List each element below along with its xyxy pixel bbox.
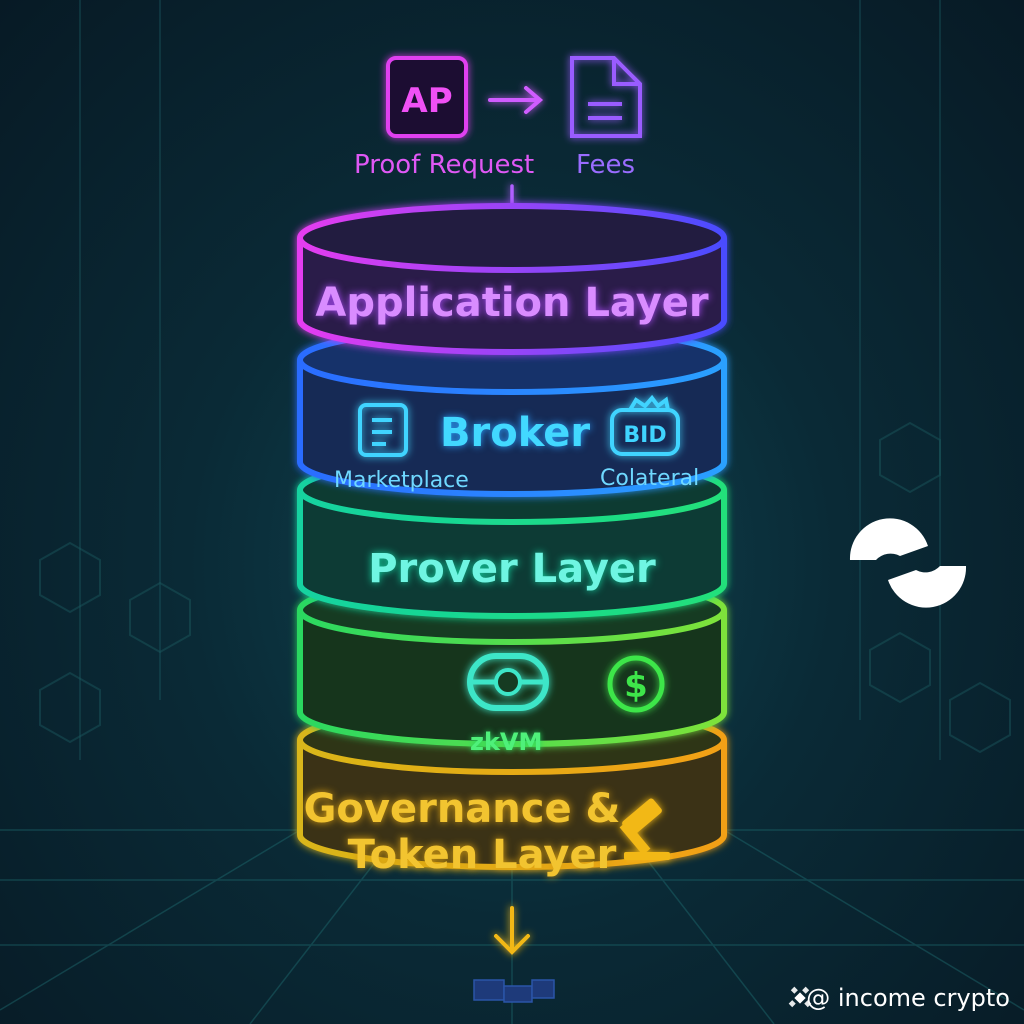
background-lines	[79, 0, 941, 760]
bid-badge-icon	[610, 394, 680, 456]
bottom-arrow-icon	[494, 906, 530, 955]
application-layer	[297, 203, 727, 355]
marketplace-icon	[358, 403, 408, 457]
brand-wave-logo	[849, 518, 967, 608]
gavel-icon	[619, 798, 670, 860]
broker-title: Broker	[440, 410, 591, 456]
application-layer-title: Application Layer	[315, 280, 709, 326]
bid-badge-text: BID	[623, 423, 666, 448]
zkvm-label: zkVM	[470, 728, 543, 756]
fees-document-icon	[570, 56, 642, 138]
zkvm-icon	[467, 653, 549, 711]
watermark-text: @ income crypto	[806, 984, 1010, 1012]
arrow-right-icon	[488, 86, 544, 114]
collateral-label: Colateral	[600, 466, 700, 491]
governance-title-line1: Governance &	[303, 786, 621, 832]
base-blocks	[473, 979, 555, 1003]
dollar-sign-text: $	[624, 666, 648, 706]
marketplace-label: Marketplace	[334, 468, 469, 493]
governance-title-line2: Token Layer	[347, 832, 617, 878]
ap-document-icon	[386, 56, 468, 138]
ap-icon-text: AP	[401, 81, 452, 121]
prover-layer-title: Prover Layer	[368, 546, 656, 592]
dollar-icon	[607, 655, 665, 713]
proof-request-label: Proof Request	[354, 150, 535, 180]
fees-label: Fees	[576, 150, 636, 180]
background-hexagons	[39, 421, 1011, 754]
